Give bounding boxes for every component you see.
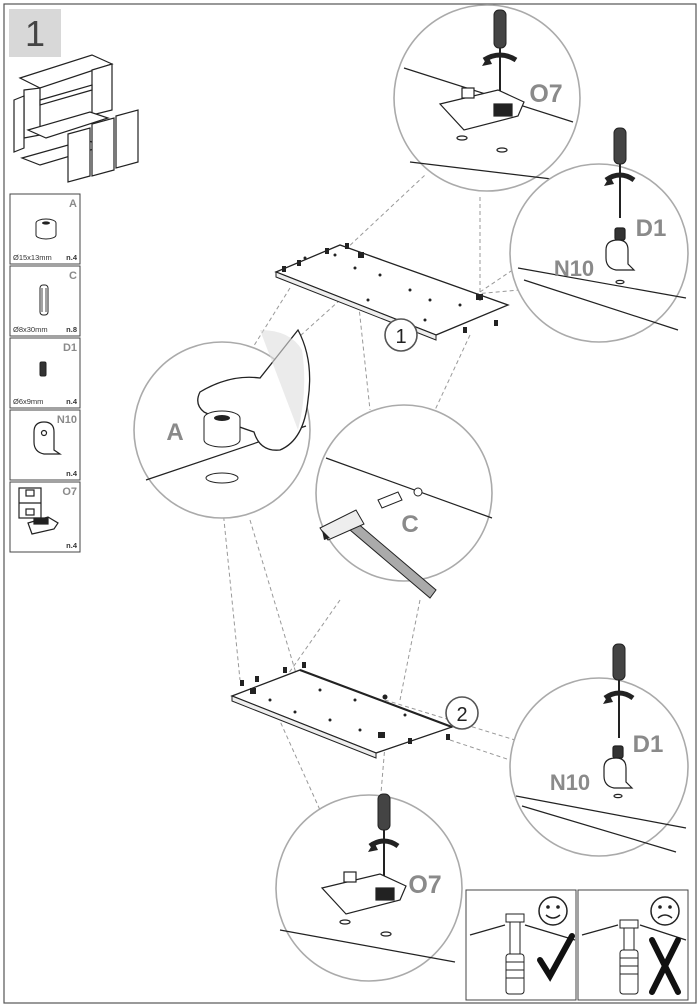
- part-size: Ø8x30mm: [13, 325, 48, 334]
- part-size: Ø6x9mm: [13, 397, 43, 406]
- panel-2: 2: [230, 662, 479, 759]
- detail-c: C: [315, 404, 493, 599]
- part-code: N10: [57, 414, 77, 426]
- part-qty: n.8: [66, 325, 77, 334]
- hinge-mount-icon: [438, 87, 525, 153]
- panel-1-label: 1: [395, 326, 406, 348]
- sad-face-icon: [650, 896, 680, 926]
- dowel-icon: [377, 487, 423, 509]
- step-number: 1: [25, 13, 45, 54]
- part-qty: n.4: [66, 397, 78, 406]
- part-qty: n.4: [66, 253, 78, 262]
- part-size: Ø15x13mm: [13, 253, 52, 262]
- furniture-overview: [13, 54, 139, 183]
- smiley-face-icon: [538, 896, 568, 926]
- screwdriver-icon: [482, 9, 518, 92]
- parts-list: A Ø15x13mm n.4 C Ø8x30mm n.8 D1: [9, 193, 81, 553]
- part-box-a: A Ø15x13mm n.4: [9, 193, 81, 265]
- detail-d1-n10-top: D1 N10: [509, 127, 689, 343]
- part-box-n10: N10 n.4: [9, 409, 81, 481]
- cross-mark-icon: [649, 937, 681, 995]
- panel-1: 1: [274, 243, 510, 352]
- panel-2-label: 2: [456, 704, 467, 726]
- part-box-o7: O7 n.4: [9, 481, 81, 553]
- part-code: C: [69, 270, 77, 282]
- cam-lock-icon: [203, 410, 241, 484]
- dowel-icon: [39, 284, 49, 316]
- detail-label: A: [166, 419, 183, 446]
- part-code: O7: [62, 486, 77, 498]
- detail-label: O7: [408, 871, 441, 899]
- part-code: D1: [63, 342, 77, 354]
- hammer-icon: [319, 509, 437, 599]
- part-code: A: [69, 198, 77, 210]
- detail-label: D1: [636, 215, 667, 242]
- part-box-c: C Ø8x30mm n.8: [9, 265, 81, 337]
- screwdriver-icon: [368, 793, 400, 880]
- part-qty: n.4: [66, 541, 78, 550]
- step-badge: 1: [9, 9, 61, 57]
- incorrect-example: [577, 889, 689, 1001]
- page-frame: [3, 3, 697, 1004]
- hinge-mount-icon: [320, 871, 407, 937]
- detail-o7-top: O7: [393, 4, 581, 192]
- hinge-mount-icon: [18, 487, 59, 535]
- screw-pin-icon: [39, 361, 47, 377]
- part-qty: n.4: [66, 469, 78, 478]
- cam-lock-icon: [35, 218, 57, 240]
- detail-label: N10: [554, 256, 594, 281]
- hinge-plate-icon: [603, 745, 634, 799]
- detail-label: D1: [633, 731, 664, 758]
- hinge-plate-icon: [33, 421, 62, 455]
- screwdriver-icon: [604, 127, 636, 218]
- correct-example: [465, 889, 577, 1001]
- cam-bolt-icon: [505, 913, 525, 995]
- detail-o7-bottom: O7: [275, 793, 463, 982]
- check-mark-icon: [537, 933, 575, 982]
- detail-label: C: [401, 511, 418, 538]
- hinge-plate-icon: [605, 227, 636, 285]
- part-box-d1: D1 Ø6x9mm n.4: [9, 337, 81, 409]
- detail-label: N10: [550, 770, 590, 795]
- detail-d1-n10-bottom: D1 N10: [509, 643, 689, 857]
- screwdriver-icon: [603, 643, 635, 738]
- detail-label: O7: [529, 80, 562, 108]
- detail-a: A: [133, 328, 311, 519]
- cam-bolt-icon: [619, 919, 639, 995]
